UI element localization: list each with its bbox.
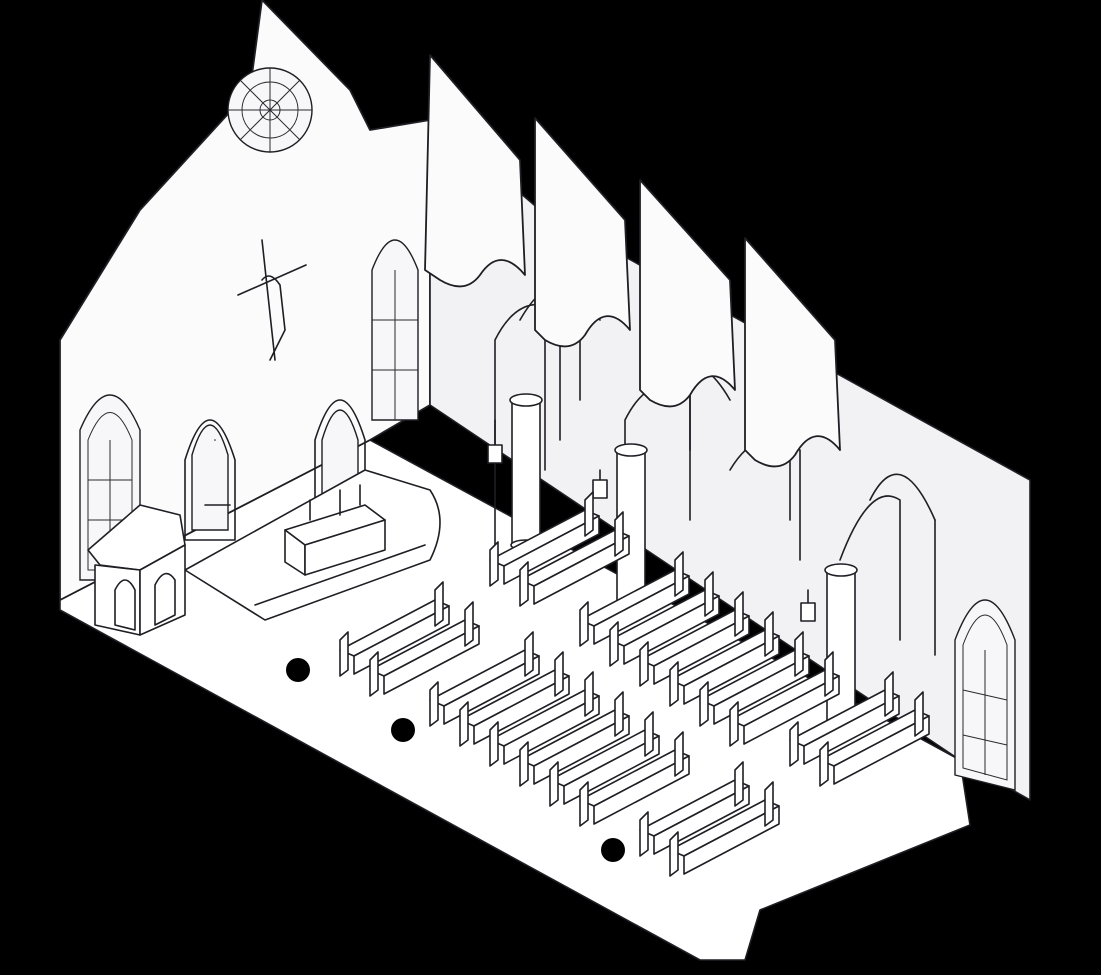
pew [609,571,720,667]
stained-glass-window [371,239,419,421]
column [824,563,858,731]
crucifix [237,239,307,361]
banner [744,237,841,468]
column [509,393,543,551]
banner [424,54,526,288]
pew [729,651,840,747]
pew [519,511,630,607]
floor-marker [391,718,415,742]
lantern [592,469,608,499]
lantern [487,419,503,464]
floor-marker [286,658,310,682]
pew [669,781,780,877]
pews [339,491,930,877]
column [614,443,648,611]
lantern [800,589,816,622]
pew [579,731,690,827]
rose-window [227,67,313,153]
banner [534,117,631,348]
pulpit [87,504,186,636]
banner [639,179,736,408]
altar [284,484,386,576]
floor-marker [601,838,625,862]
pew [369,601,480,697]
pew [819,691,930,787]
altar-arches [184,399,366,541]
stained-glass-window [954,599,1016,791]
